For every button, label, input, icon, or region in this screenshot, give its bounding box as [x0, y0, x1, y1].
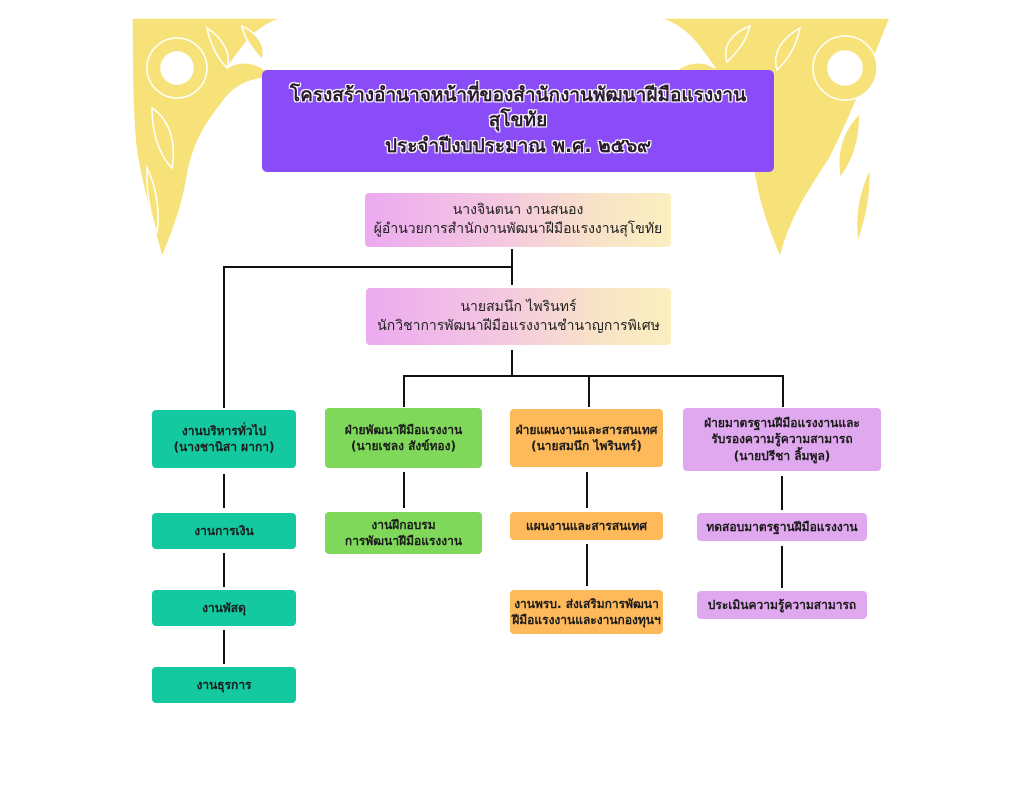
thai-ornament-left-icon — [132, 18, 283, 258]
unit-training: งานฝึกอบรม การพัฒนาฝีมือแรงงาน — [325, 512, 482, 554]
division-title: งานบริหารทั่วไป — [181, 423, 267, 438]
division-standards-certification: ฝ่ายมาตรฐานฝีมือแรงงานและ รับรองความรู้ค… — [683, 408, 881, 471]
director-position: ผู้อำนวยการสำนักงานพัฒนาฝีมือแรงงานสุโขท… — [373, 221, 663, 237]
connector — [586, 472, 588, 508]
unit-label: ทดสอบมาตรฐานฝีมือแรงงาน — [706, 519, 858, 534]
director-box: นางจินตนา งานสนอง ผู้อำนวยการสำนักงานพัฒ… — [365, 193, 671, 247]
division-head: (นายสมนึก ไพรินทร์) — [531, 439, 642, 453]
connector-admin-down — [223, 266, 225, 408]
connector — [223, 474, 225, 508]
unit-label: งานพรบ. ส่งเสริมการพัฒนา — [514, 596, 659, 611]
unit-competency-assessment: ประเมินความรู้ความสามารถ — [697, 591, 867, 619]
division-head: (นางชานิสา ผากา) — [173, 440, 275, 454]
connector-division-4-down — [782, 375, 784, 407]
unit-correspondence: งานธุรการ — [152, 667, 296, 703]
division-title: ฝ่ายพัฒนาฝีมือแรงงาน — [344, 422, 463, 437]
unit-label: ประเมินความรู้ความสามารถ — [707, 597, 857, 612]
director-name: นางจินตนา งานสนอง — [452, 202, 584, 219]
chart-title: โครงสร้างอำนาจหน้าที่ของสำนักงานพัฒนาฝีม… — [262, 70, 774, 172]
division-general-admin: งานบริหารทั่วไป (นางชานิสา ผากา) — [152, 410, 296, 468]
division-title-2: รับรองความรู้ความสามารถ — [711, 432, 853, 447]
unit-label: งานการเงิน — [194, 523, 254, 538]
unit-skill-standard-test: ทดสอบมาตรฐานฝีมือแรงงาน — [697, 513, 867, 541]
unit-planning-it: แผนงานและสารสนเทศ — [510, 512, 663, 540]
connector — [223, 630, 225, 664]
connector — [781, 476, 783, 510]
specialist-name: นายสมนึก ไพรินทร์ — [460, 298, 577, 315]
division-head: (นายปรีชา ลิ้มพูล) — [733, 448, 831, 463]
unit-label-2: การพัฒนาฝีมือแรงงาน — [344, 534, 463, 548]
connector — [223, 553, 225, 587]
connector — [781, 546, 783, 588]
division-title: ฝ่ายมาตรฐานฝีมือแรงงานและ — [704, 416, 860, 431]
division-title: ฝ่ายแผนงานและสารสนเทศ — [515, 422, 658, 437]
division-skill-development: ฝ่ายพัฒนาฝีมือแรงงาน (นายเชลง สังข์ทอง) — [325, 408, 482, 468]
connector-admin-horizontal — [223, 266, 513, 268]
connector — [403, 472, 405, 508]
unit-act-promotion-fund: งานพรบ. ส่งเสริมการพัฒนา ฝีมือแรงงานและง… — [510, 590, 663, 634]
division-head: (นายเชลง สังข์ทอง) — [351, 439, 456, 453]
connector-divisions-horizontal — [403, 375, 784, 377]
title-line-2: ประจำปีงบประมาณ พ.ศ. ๒๕๖๙ — [384, 134, 652, 157]
unit-finance: งานการเงิน — [152, 513, 296, 549]
connector — [586, 544, 588, 586]
unit-label: งานธุรการ — [196, 677, 252, 692]
specialist-box: นายสมนึก ไพรินทร์ นักวิชาการพัฒนาฝีมือแร… — [366, 288, 671, 345]
unit-supplies: งานพัสดุ — [152, 590, 296, 626]
specialist-position: นักวิชาการพัฒนาฝีมือแรงงานชำนาญการพิเศษ — [377, 317, 660, 334]
connector-specialist-down — [511, 350, 513, 376]
division-planning-it: ฝ่ายแผนงานและสารสนเทศ (นายสมนึก ไพรินทร์… — [510, 409, 663, 467]
unit-label: แผนงานและสารสนเทศ — [526, 518, 647, 533]
unit-label: งานพัสดุ — [202, 600, 246, 615]
unit-label-2: ฝีมือแรงงานและงานกองทุนฯ — [512, 613, 661, 627]
connector-division-3-down — [588, 375, 590, 407]
connector-division-2-down — [403, 375, 405, 407]
title-line-1: โครงสร้างอำนาจหน้าที่ของสำนักงานพัฒนาฝีม… — [289, 83, 747, 132]
unit-label: งานฝึกอบรม — [371, 517, 436, 532]
